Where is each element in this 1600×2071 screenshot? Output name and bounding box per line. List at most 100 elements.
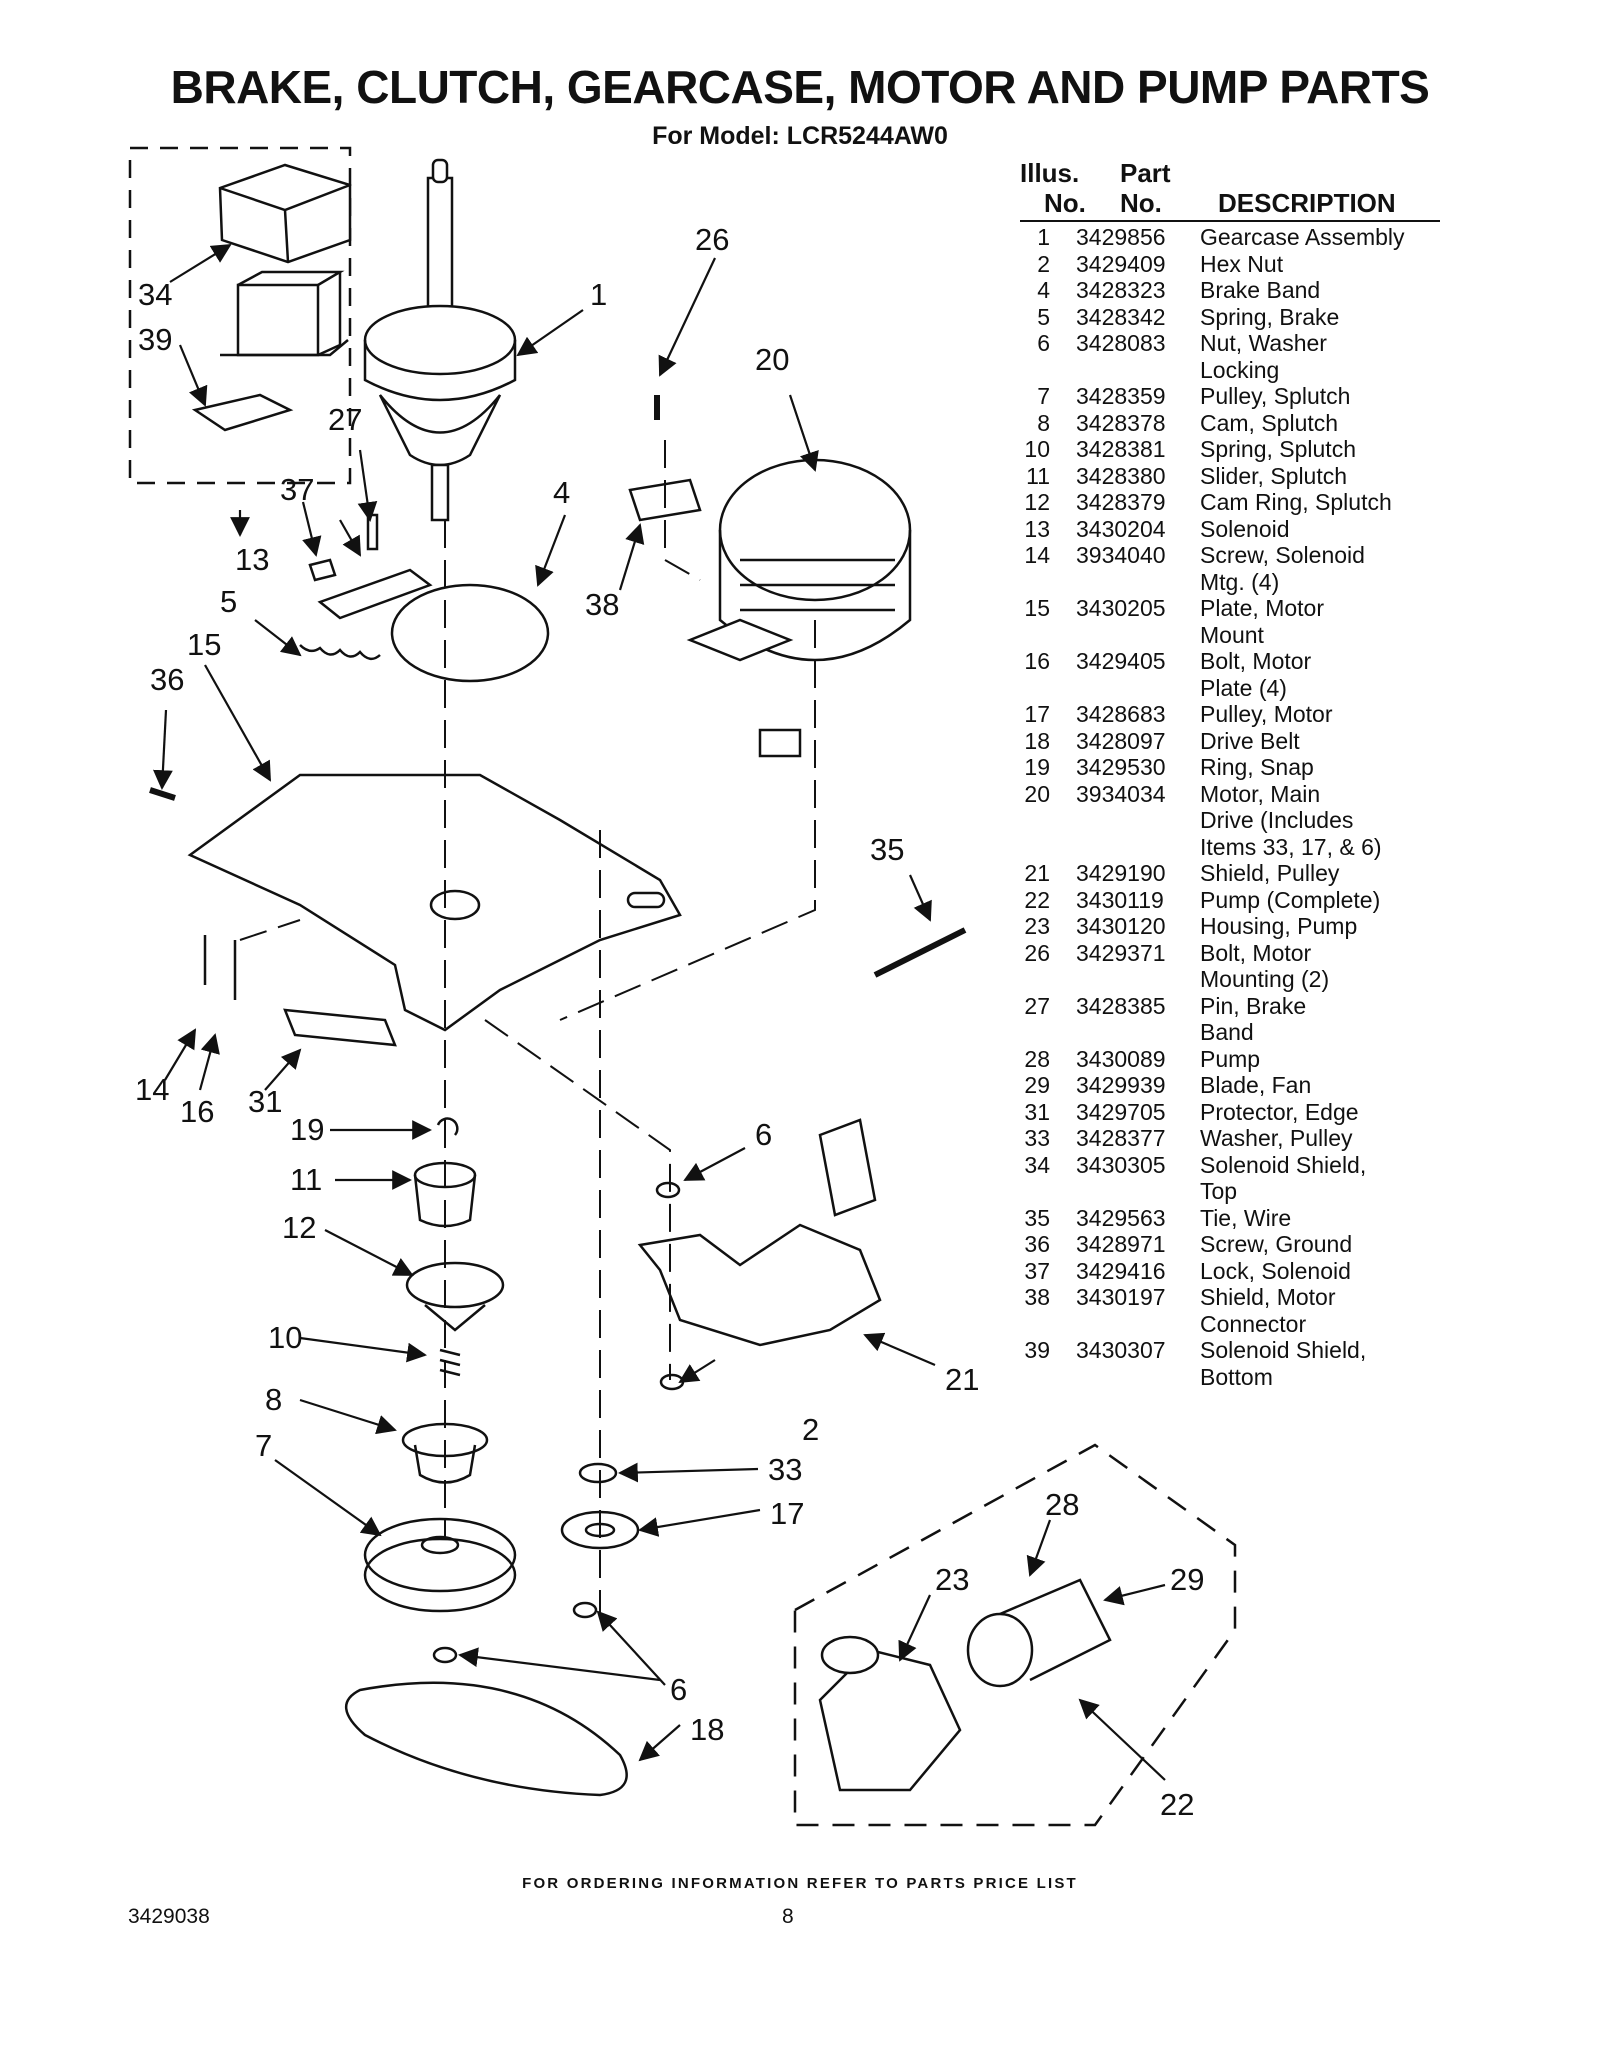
callout-33: 33 (768, 1452, 802, 1487)
callout-11: 11 (290, 1162, 322, 1197)
illus-no-cell: 22 (1024, 886, 1050, 913)
plate-slot (626, 891, 666, 909)
description-cell: Pulley, Motor (1200, 701, 1333, 727)
description-cell: Screw, Solenoid Mtg. (4) (1200, 542, 1365, 595)
ground-screw-part (149, 787, 176, 801)
header-part: Part (1120, 158, 1171, 188)
part-no-cell: 3428379 (1076, 489, 1166, 515)
part-no-cell: 3428083 (1076, 330, 1166, 356)
ordering-footer: FOR ORDERING INFORMATION REFER TO PARTS … (522, 1875, 1078, 1892)
callout-31: 31 (248, 1084, 282, 1119)
solenoid-part (220, 270, 349, 357)
callout-14: 14 (135, 1072, 169, 1107)
illus-no-cell: 29 (1024, 1072, 1050, 1098)
pump-part (966, 1578, 1112, 1688)
illus-no-cell: 7 (1037, 383, 1050, 409)
description-cell: Cam Ring, Splutch (1200, 489, 1392, 515)
illus-no-cell: 19 (1024, 754, 1050, 780)
callout-21: 21 (945, 1362, 979, 1397)
description-cell: Bolt, Motor Mounting (2) (1200, 939, 1330, 993)
part-no-cell: 3430307 (1076, 1337, 1166, 1363)
illus-no-cell: 28 (1024, 1045, 1050, 1072)
illus-no-cell: 2 (1037, 250, 1050, 277)
description-cell: Cam, Splutch (1200, 409, 1339, 436)
splutch-pulley-part (363, 1517, 517, 1613)
part-no-cell: 3430197 (1076, 1284, 1166, 1310)
description-cell: Plate, Motor Mount (1200, 595, 1324, 648)
part-no-cell: 3428323 (1076, 277, 1166, 303)
solenoid-screws (203, 935, 237, 1000)
part-no-cell: 3428359 (1076, 383, 1166, 409)
illus-no-cell: 4 (1037, 277, 1050, 303)
header-description: DESCRIPTION (1218, 188, 1396, 218)
description-cell: Hex Nut (1200, 250, 1284, 277)
callout-39: 39 (138, 322, 172, 357)
illus-no-cell: 15 (1024, 595, 1050, 621)
illus-no-cell: 33 (1024, 1125, 1050, 1151)
centerline-bolt (664, 440, 701, 581)
part-no-cell: 3429190 (1076, 860, 1166, 886)
part-no-cell: 3428377 (1076, 1125, 1166, 1151)
illus-no-cell: 20 (1024, 780, 1050, 807)
illus-no-cell: 21 (1024, 860, 1050, 886)
description-cell: Gearcase Assembly (1200, 224, 1405, 250)
description-cell: Shield, Motor Connector (1200, 1284, 1336, 1337)
snap-ring-part (436, 1117, 459, 1136)
description-cell: Ring, Snap (1200, 754, 1314, 780)
part-no-cell: 3428378 (1076, 409, 1166, 436)
callout-20: 20 (755, 342, 789, 377)
header-part-no: No. (1120, 188, 1162, 218)
callout-5: 5 (220, 584, 237, 619)
gearcase-assembly-part (363, 158, 517, 522)
part-no-cell: 3429405 (1076, 648, 1166, 674)
callout-17: 17 (770, 1496, 804, 1531)
illus-no-cell: 12 (1024, 489, 1050, 515)
description-cell: Washer, Pulley (1200, 1125, 1353, 1151)
description-cell: Lock, Solenoid (1200, 1257, 1351, 1284)
edge-protector-part (283, 1008, 397, 1047)
centerline-shield (484, 1019, 671, 1380)
illus-no-cell: 31 (1024, 1098, 1050, 1125)
callout-29: 29 (1170, 1562, 1204, 1597)
table-row: 33 3428377 Washer, Pulley (1020, 1125, 1440, 1152)
wire-tie-part (873, 927, 967, 978)
pulley-washer-part (578, 1462, 618, 1484)
description-cell: Motor, Main Drive (Includes Items 33, 17… (1200, 780, 1382, 860)
drive-belt-part (344, 1681, 628, 1797)
part-no-cell: 3429409 (1076, 250, 1166, 277)
callout-18: 18 (690, 1712, 724, 1747)
description-cell: Solenoid (1200, 515, 1290, 542)
illus-no-cell: 13 (1024, 515, 1050, 542)
lock-nut-shield (655, 1181, 681, 1199)
illus-no-cell: 6 (1037, 330, 1050, 356)
illus-no-cell: 38 (1024, 1284, 1050, 1310)
table-row: 7 3428359 Pulley, Splutch (1020, 383, 1440, 410)
description-cell: Pulley, Splutch (1200, 383, 1351, 409)
model-subtitle: For Model: LCR5244AW0 (652, 122, 948, 150)
callout-37: 37 (280, 472, 314, 507)
illus-no-cell: 11 (1026, 462, 1050, 489)
description-cell: Bolt, Motor Plate (4) (1200, 648, 1312, 701)
brake-spring-part (299, 644, 381, 661)
solenoid-group-box (128, 146, 352, 485)
callout-12: 12 (282, 1210, 316, 1245)
description-cell: Drive Belt (1200, 727, 1300, 754)
part-no-cell: 3429371 (1076, 939, 1166, 966)
description-cell: Pump (Complete) (1200, 886, 1381, 913)
part-no-cell: 3430305 (1076, 1151, 1166, 1178)
